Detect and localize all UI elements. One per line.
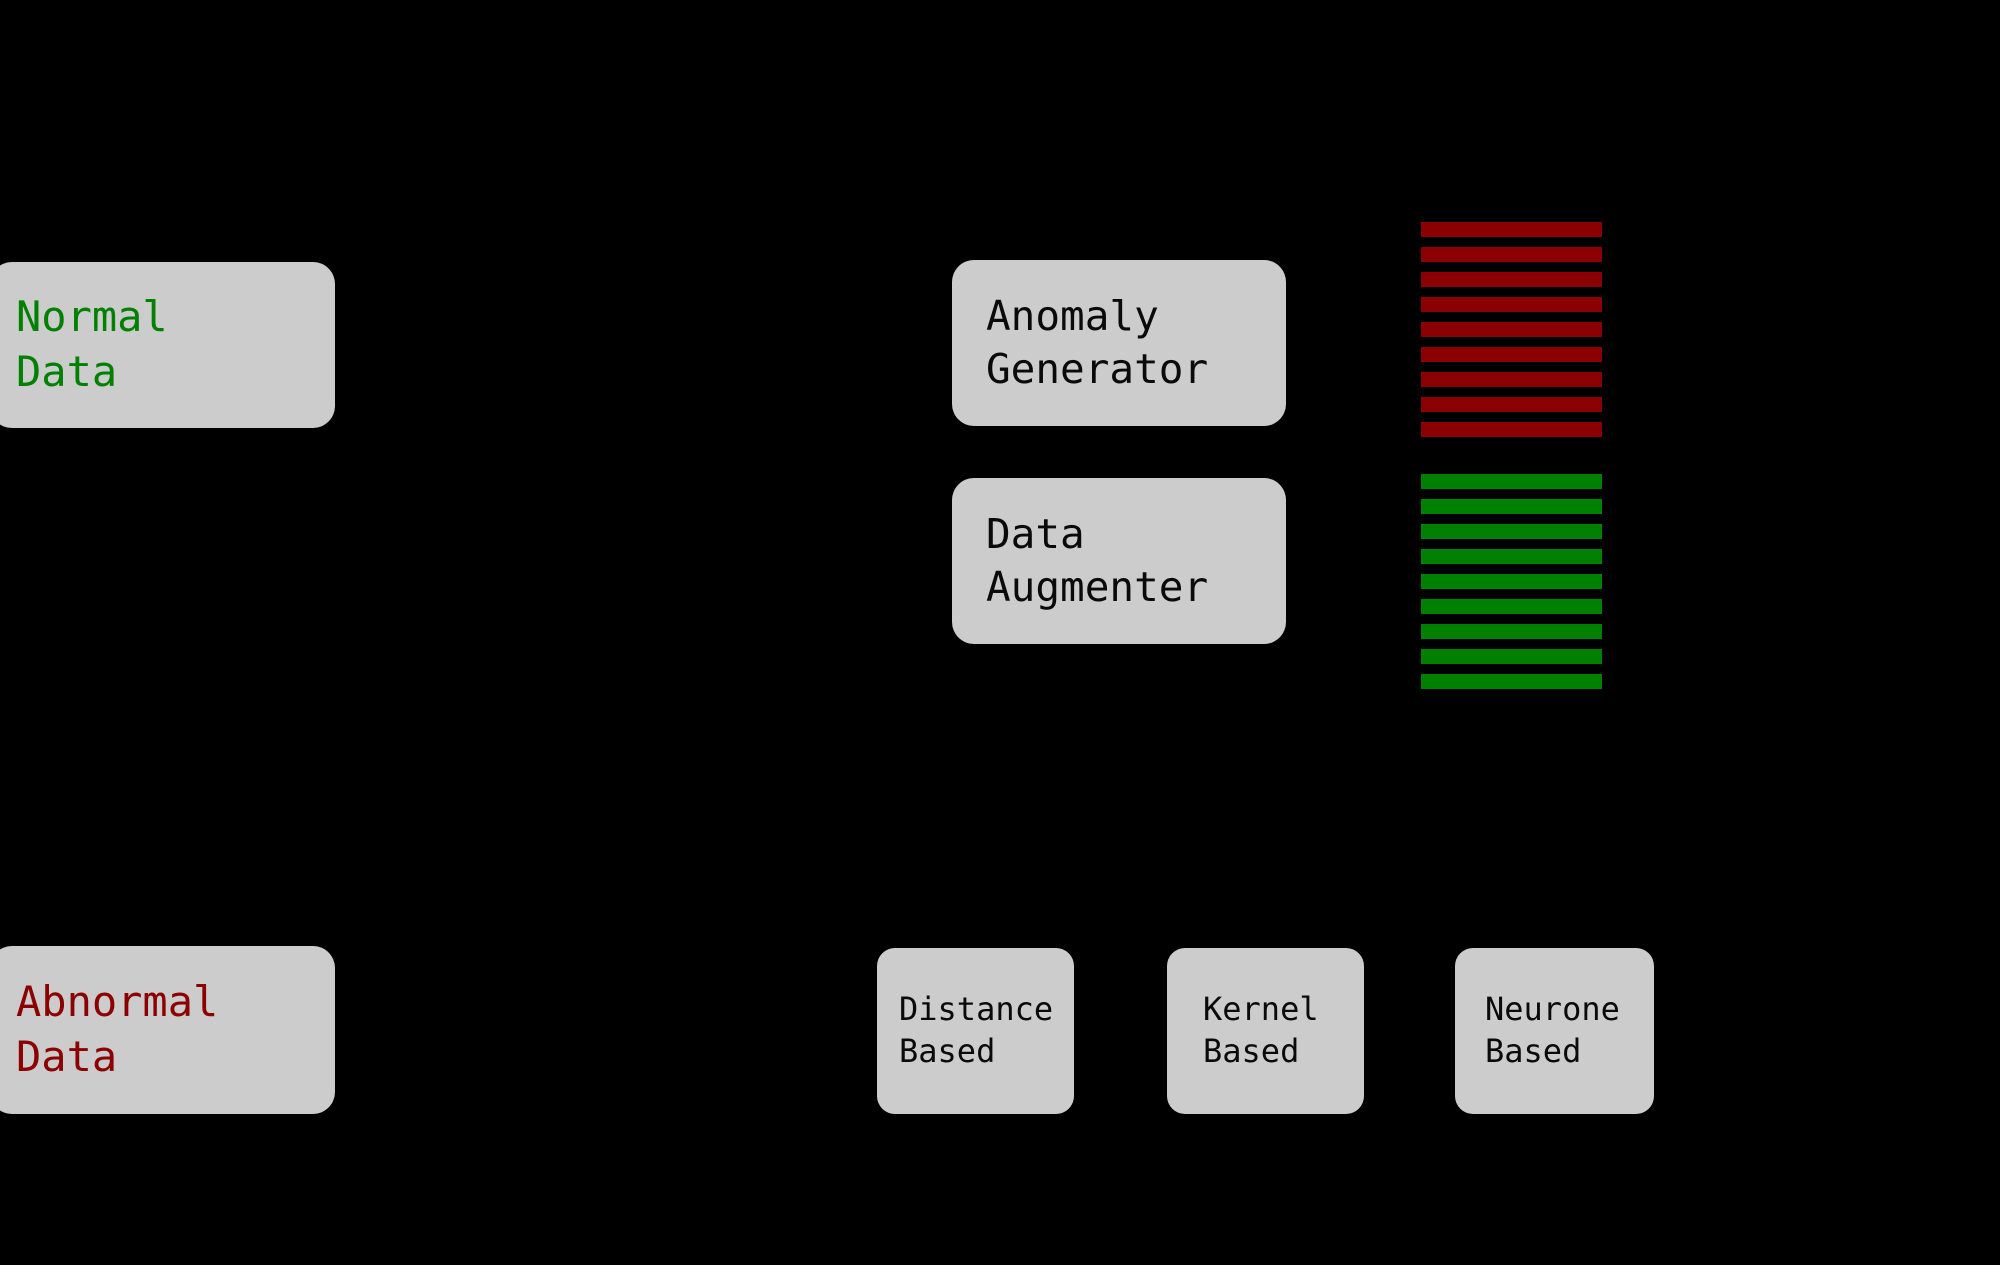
bar-abnormal-sample: [1421, 372, 1602, 387]
bar-abnormal-sample: [1421, 247, 1602, 262]
bar-normal-sample: [1421, 624, 1602, 639]
bar-abnormal-sample: [1421, 222, 1602, 237]
node-anomaly-generator-line1: Anomaly: [986, 291, 1159, 340]
node-abnormal-data-line2: Data: [16, 1032, 118, 1081]
bar-abnormal-sample: [1421, 322, 1602, 337]
bar-abnormal-sample: [1421, 297, 1602, 312]
node-kernel-based[interactable]: Kernel Based: [1167, 948, 1364, 1114]
node-abnormal-data-line1: Abnormal: [16, 977, 219, 1027]
node-anomaly-generator[interactable]: Anomaly Generator: [952, 260, 1286, 426]
bar-normal-sample: [1421, 474, 1602, 489]
bar-normal-sample: [1421, 674, 1602, 689]
bar-normal-sample: [1421, 574, 1602, 589]
bar-normal-sample: [1421, 599, 1602, 614]
node-neurone-based-line1: Neurone: [1485, 990, 1620, 1029]
node-anomaly-generator-line2: Generator: [986, 345, 1209, 393]
bar-abnormal-sample: [1421, 272, 1602, 287]
node-kernel-based-line2: Based: [1203, 1032, 1300, 1070]
node-normal-data[interactable]: Normal Data: [0, 262, 335, 428]
node-abnormal-data[interactable]: Abnormal Data: [0, 946, 335, 1114]
node-data-augmenter-line1: Data: [986, 509, 1085, 558]
bar-abnormal-sample: [1421, 397, 1602, 412]
node-distance-based[interactable]: Distance Based: [877, 948, 1074, 1114]
node-kernel-based-line1: Kernel: [1203, 990, 1319, 1029]
bar-abnormal-sample: [1421, 347, 1602, 362]
bar-abnormal-sample: [1421, 422, 1602, 437]
node-normal-data-line1: Normal: [16, 292, 168, 342]
node-neurone-based-line2: Based: [1485, 1032, 1582, 1070]
sample-bar-stack: [1421, 222, 1602, 689]
bar-normal-sample: [1421, 549, 1602, 564]
bar-normal-sample: [1421, 499, 1602, 514]
node-distance-based-line2: Based: [899, 1032, 996, 1070]
bar-normal-sample: [1421, 524, 1602, 539]
bar-normal-sample: [1421, 649, 1602, 664]
node-normal-data-line2: Data: [16, 347, 118, 396]
node-data-augmenter[interactable]: Data Augmenter: [952, 478, 1286, 644]
node-data-augmenter-line2: Augmenter: [986, 563, 1209, 611]
node-distance-based-line1: Distance: [899, 990, 1054, 1029]
node-neurone-based[interactable]: Neurone Based: [1455, 948, 1654, 1114]
